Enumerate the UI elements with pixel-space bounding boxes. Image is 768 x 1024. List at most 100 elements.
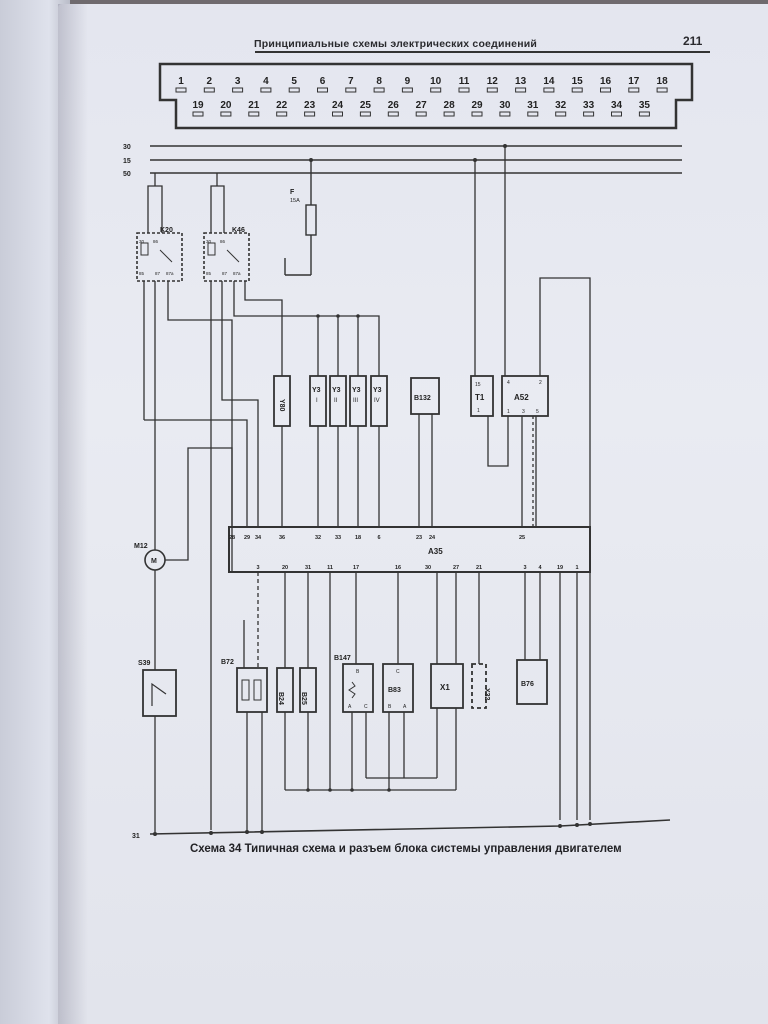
bus-label-30: 30 (123, 144, 131, 151)
svg-text:B: B (388, 704, 392, 710)
connector-pin-19-socket (192, 111, 204, 117)
svg-text:87: 87 (155, 271, 161, 276)
svg-text:A: A (348, 704, 352, 710)
svg-text:X32: X32 (483, 688, 490, 701)
sensor-b24 (276, 667, 294, 713)
ecu-a35 (228, 526, 591, 573)
connector-pin-15-socket (571, 87, 583, 93)
ecu-label: A35 (428, 547, 443, 556)
page-gutter-shadow (58, 4, 88, 1024)
connector-pin-18-socket (656, 87, 668, 93)
svg-text:86: 86 (153, 239, 159, 244)
svg-text:B24: B24 (277, 692, 284, 705)
connector-pin-1: 1 (178, 76, 184, 87)
ecu-top-pin-5: 33 (335, 535, 341, 541)
injector-y3-ii (329, 375, 347, 427)
svg-text:87a: 87a (166, 271, 174, 276)
motor-m12-label: M12 (134, 543, 148, 550)
connector-pin-12-socket (486, 87, 498, 93)
page-title: Принципиальные схемы электрических соеди… (254, 38, 538, 50)
connector-pin-17-socket (628, 87, 640, 93)
ecu-top-pin-1: 29 (244, 535, 250, 541)
ecu-top-pin-8: 23 (416, 535, 422, 541)
svg-text:85: 85 (139, 271, 145, 276)
sensor-b25 (299, 667, 317, 713)
book-page (58, 4, 768, 1024)
ecu-bottom-pin-9: 3 (523, 565, 526, 571)
connector-pin-29: 29 (471, 100, 483, 111)
svg-text:B132: B132 (414, 395, 431, 402)
svg-text:B83: B83 (388, 687, 401, 694)
connector-pin-25-socket (359, 111, 371, 117)
relay-k20-label: K20 (160, 227, 173, 234)
connector-pin-33: 33 (583, 100, 595, 111)
injector-y3-i (309, 375, 327, 427)
module-a52 (501, 375, 549, 417)
svg-text:A52: A52 (514, 393, 529, 402)
ecu-bottom-pin-5: 16 (395, 565, 401, 571)
connector-pin-32: 32 (555, 100, 567, 111)
svg-text:B72: B72 (221, 659, 234, 666)
figure-caption: Схема 34 Типичная схема и разъем блока с… (190, 843, 622, 855)
svg-text:85: 85 (206, 271, 212, 276)
fuse-label: F (290, 189, 295, 196)
ecu-bottom-pin-11: 19 (557, 565, 563, 571)
connector-pin-15: 15 (572, 76, 584, 87)
connector-pin-14-socket (543, 87, 555, 93)
sensor-b132 (410, 377, 440, 415)
svg-text:II: II (334, 398, 338, 404)
connector-pin-30-socket (499, 111, 511, 117)
ecu-bottom-pin-8: 21 (476, 565, 482, 571)
connector-pin-25: 25 (360, 100, 372, 111)
connector-pin-23-socket (304, 111, 316, 117)
svg-text:C: C (396, 669, 400, 675)
svg-text:4: 4 (507, 380, 510, 386)
ecu-top-pin-7: 6 (377, 535, 380, 541)
connector-pin-35: 35 (639, 100, 651, 111)
connector-pin-21: 21 (248, 100, 260, 111)
connector-pin-6-socket (317, 87, 328, 93)
connector-pin-26-socket (387, 111, 399, 117)
ecu-bottom-pin-7: 27 (453, 565, 459, 571)
ecu-bottom-pin-10: 4 (538, 565, 542, 571)
svg-text:1: 1 (507, 409, 510, 415)
sensor-b147 (342, 663, 374, 713)
ecu-top-pin-4: 32 (315, 535, 321, 541)
svg-text:30: 30 (206, 239, 212, 244)
svg-text:S39: S39 (138, 660, 151, 667)
connector-pin-28: 28 (444, 100, 456, 111)
svg-text:30: 30 (139, 239, 145, 244)
connector-pin-3-socket (232, 87, 244, 93)
connector-pin-24: 24 (332, 100, 344, 111)
svg-text:Y3: Y3 (373, 387, 382, 394)
connector-pin-27: 27 (416, 100, 428, 111)
svg-text:C: C (364, 704, 368, 710)
ecu-top-pin-3: 36 (279, 535, 285, 541)
ecu-bottom-pin-2: 31 (305, 565, 311, 571)
svg-text:1: 1 (477, 408, 480, 414)
svg-text:Y3: Y3 (352, 387, 361, 394)
svg-text:Y3: Y3 (312, 387, 321, 394)
connector-pin-10-socket (430, 87, 442, 93)
connector-pin-3: 3 (235, 76, 241, 87)
connector-pin-20: 20 (220, 100, 232, 111)
ecu-bottom-pin-4: 17 (353, 565, 359, 571)
connector-pin-23: 23 (304, 100, 316, 111)
connector-pin-11-socket (458, 87, 470, 93)
relay-k20 (136, 232, 183, 282)
connector-pin-2-socket (203, 87, 215, 93)
connector-pin-10: 10 (430, 76, 442, 87)
connector-pin-28-socket (443, 111, 455, 117)
ecu-top-pin-10: 25 (519, 535, 525, 541)
svg-text:A: A (403, 704, 407, 710)
connector-pin-6: 6 (320, 76, 326, 87)
connector-pin-22-socket (276, 111, 288, 117)
connector-pin-2: 2 (207, 76, 213, 87)
connector-pin-9-socket (401, 87, 413, 93)
ecu-top-pin-9: 24 (429, 535, 436, 541)
connector-pin-7-socket (345, 87, 357, 93)
svg-text:B: B (356, 669, 360, 675)
ecu-bottom-pin-3: 11 (327, 565, 333, 571)
